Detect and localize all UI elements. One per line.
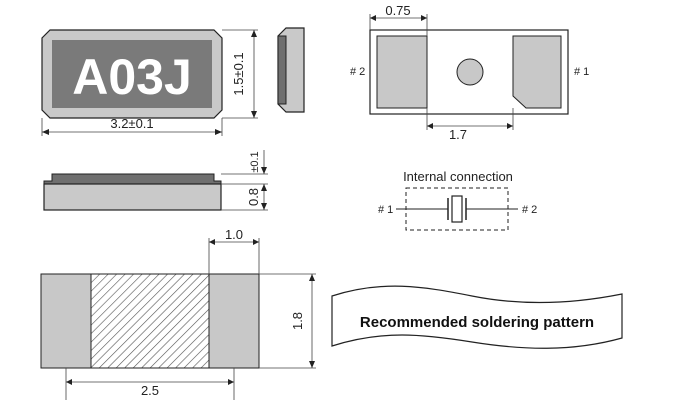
pad-spacing-dimension: 1.7	[449, 127, 467, 142]
solder-pad-right	[208, 273, 260, 369]
banner-shape	[331, 285, 623, 349]
width-dimension: 3.2±0.1	[110, 116, 153, 131]
pin1-label-connection: # 1	[378, 204, 393, 216]
center-mark	[456, 58, 484, 86]
side-view-base	[43, 183, 222, 211]
pattern-height-dimension: 1.8	[290, 312, 305, 330]
end-view	[277, 27, 305, 113]
internal-connection: Internal connection # 1 # 2	[378, 169, 537, 231]
marking-text: A03J	[72, 49, 192, 105]
hatched-keepout	[90, 273, 210, 369]
pad-width-dimension: 0.75	[385, 3, 410, 18]
banner-text: Recommended soldering pattern	[360, 314, 594, 331]
pin1-label-bottom: # 1	[574, 66, 589, 78]
end-view-cap	[277, 35, 287, 105]
pad-dimension: 1.0	[225, 227, 243, 242]
bottom-view: # 2 # 1 0.75 1.7	[350, 3, 589, 142]
soldering-pattern: 1.0 2.5 1.8 Recommended soldering patter…	[40, 227, 623, 400]
crystal-symbol	[451, 195, 463, 223]
side-view: ±0.1 0.8	[43, 150, 268, 211]
internal-connection-title: Internal connection	[403, 169, 513, 184]
total-width-dimension: 2.5	[141, 383, 159, 398]
marking-area	[52, 40, 212, 108]
pin2-label-bottom: # 2	[350, 66, 365, 78]
solder-pad-left	[40, 273, 92, 369]
thickness-dimension: 0.8	[246, 188, 261, 206]
height-dimension: 1.5±0.1	[231, 52, 246, 95]
side-view-lid	[43, 173, 222, 185]
pin2-label-connection: # 2	[522, 204, 537, 216]
pad-right	[512, 35, 562, 109]
pad-left	[376, 35, 428, 109]
thickness-tolerance: ±0.1	[249, 151, 261, 172]
top-view: A03J 3.2±0.1 1.5±0.1	[41, 29, 258, 136]
